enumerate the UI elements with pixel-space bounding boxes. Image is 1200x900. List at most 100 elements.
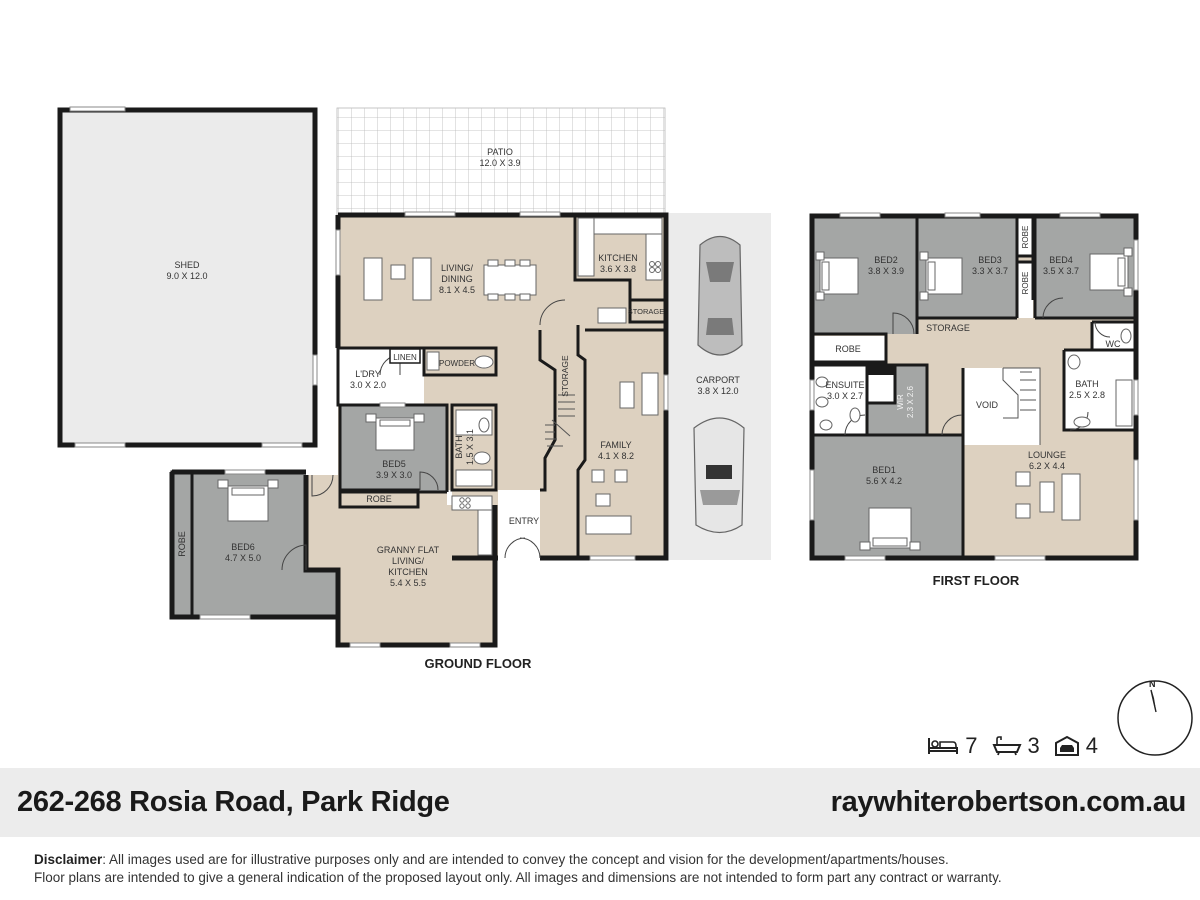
disclaimer-label: Disclaimer <box>34 852 103 867</box>
footer-bar: 262-268 Rosia Road, Park Ridge raywhiter… <box>0 768 1200 837</box>
car-spaces-count: 4 <box>1054 733 1098 759</box>
first-floor-plan: BED2 3.8 X 3.9 BED3 3.3 X 3.7 BED4 3.5 X… <box>809 212 1139 588</box>
first-storage-label: STORAGE <box>926 323 970 333</box>
bed6-robe-label: ROBE <box>177 531 187 557</box>
car-top <box>697 235 743 356</box>
car-spaces-value: 4 <box>1085 733 1098 758</box>
bed6-dim: 4.7 X 5.0 <box>225 553 261 563</box>
entry-label: ENTRY <box>509 516 539 526</box>
lounge-furniture <box>1015 471 1081 521</box>
bed5-furniture <box>365 413 425 451</box>
granny-dim: 5.4 X 5.5 <box>390 578 426 588</box>
patio-label: PATIO <box>487 147 513 157</box>
first-floor-title: FIRST FLOOR <box>933 573 1020 588</box>
bed4-label: BED4 <box>1049 255 1073 265</box>
stair-storage-label: STORAGE <box>560 355 570 397</box>
shed-area <box>60 110 315 445</box>
granny-kitchen-fittings <box>451 495 493 556</box>
family-dim: 4.1 X 8.2 <box>598 451 634 461</box>
disclaimer-line-2: Floor plans are intended to give a gener… <box>34 870 1002 885</box>
bed1-furniture <box>859 507 921 551</box>
living-label-1: LIVING/ <box>441 263 474 273</box>
granny-label-2: LIVING/ <box>392 556 425 566</box>
bed5-robe-label: ROBE <box>366 494 392 504</box>
bath-first-label: BATH <box>1075 379 1098 389</box>
bed1-label: BED1 <box>872 465 896 475</box>
wet-area-fittings <box>426 351 494 487</box>
bed1-area <box>812 435 963 558</box>
bed6-label: BED6 <box>231 542 255 552</box>
ground-floor-plan: PATIO 12.0 X 3.9 SHED 9.0 X 12.0 LIVING/… <box>57 106 771 671</box>
bath-first-dim: 2.5 X 2.8 <box>1069 390 1105 400</box>
kitchen-fittings <box>577 217 663 281</box>
bed1-dim: 5.6 X 4.2 <box>866 476 902 486</box>
bed2-label: BED2 <box>874 255 898 265</box>
linen-label: LINEN <box>393 353 417 362</box>
disclaimer: Disclaimer: All images used are for illu… <box>34 851 1174 887</box>
shed-label: SHED <box>174 260 200 270</box>
bed2-dim: 3.8 X 3.9 <box>868 266 904 276</box>
powder-label: POWDER <box>439 359 475 368</box>
disclaimer-line-1: Disclaimer: All images used are for illu… <box>34 851 1174 869</box>
laundry-label: L'DRY <box>355 369 381 379</box>
first-robe-label: ROBE <box>835 344 861 354</box>
bed4-robe-label: ROBE <box>1021 272 1030 295</box>
bed6-furniture <box>217 479 279 522</box>
ground-staircase <box>545 394 575 447</box>
lounge-label: LOUNGE <box>1028 450 1066 460</box>
ground-floor-title: GROUND FLOOR <box>425 656 532 671</box>
bed3-dim: 3.3 X 3.7 <box>972 266 1008 276</box>
property-address: 262-268 Rosia Road, Park Ridge <box>17 786 450 818</box>
first-staircase <box>1002 367 1041 445</box>
wc-label: WC <box>1106 339 1121 349</box>
carport-dim: 3.8 X 12.0 <box>697 386 738 396</box>
living-dim: 8.1 X 4.5 <box>439 285 475 295</box>
living-label-2: DINING <box>441 274 473 284</box>
kitchen-dim: 3.6 X 3.8 <box>600 264 636 274</box>
agency-website[interactable]: raywhiterobertson.com.au <box>830 786 1187 818</box>
lounge-dim: 6.2 X 4.4 <box>1029 461 1065 471</box>
bathrooms-value: 3 <box>1027 733 1040 758</box>
bed3-robe-label: ROBE <box>1021 226 1030 249</box>
bedrooms-count: 7 <box>927 733 978 759</box>
kitchen-storage-label: STORAGE <box>628 307 665 316</box>
bed-icon <box>928 738 959 754</box>
floor-plan: PATIO 12.0 X 3.9 SHED 9.0 X 12.0 LIVING/… <box>57 106 1139 671</box>
wir-label: WIR <box>896 394 905 410</box>
car-bottom <box>693 417 745 534</box>
bath-ground-dim: 1.5 X 3.1 <box>465 429 475 465</box>
granny-label-3: KITCHEN <box>388 567 428 577</box>
kitchen-label: KITCHEN <box>598 253 638 263</box>
patio-area <box>336 107 666 216</box>
ensuite-dim: 3.0 X 2.7 <box>827 391 863 401</box>
shed-dim: 9.0 X 12.0 <box>166 271 207 281</box>
patio-dim: 12.0 X 3.9 <box>479 158 520 168</box>
bedrooms-value: 7 <box>965 733 978 758</box>
carport-label: CARPORT <box>696 375 740 385</box>
bed4-furniture <box>1089 247 1133 297</box>
family-label: FAMILY <box>600 440 631 450</box>
first-wet-fittings <box>815 328 1133 431</box>
bathrooms-count: 3 <box>991 733 1040 759</box>
laundry-dim: 3.0 X 2.0 <box>350 380 386 390</box>
compass-icon: N <box>1117 679 1193 756</box>
bath-icon <box>991 736 1022 756</box>
bath-ground-label: BATH <box>454 435 464 458</box>
bed3-furniture <box>919 251 963 301</box>
compass-north-label: N <box>1149 679 1156 689</box>
bed5-label: BED5 <box>382 459 406 469</box>
bed5-dim: 3.9 X 3.0 <box>376 470 412 480</box>
garage-car-icon <box>1054 735 1079 756</box>
void-label: VOID <box>976 400 999 410</box>
family-furniture <box>585 372 659 535</box>
ensuite-label: ENSUITE <box>825 380 864 390</box>
granny-label-1: GRANNY FLAT <box>377 545 440 555</box>
bed4-dim: 3.5 X 3.7 <box>1043 266 1079 276</box>
wir-dim: 2.3 X 2.6 <box>906 385 915 418</box>
living-furniture <box>363 257 627 324</box>
bed2-furniture <box>815 251 859 301</box>
disclaimer-text-1: : All images used are for illustrative p… <box>102 852 949 867</box>
granny-floor <box>306 475 495 645</box>
amenities-summary: 7 3 4 <box>927 733 1098 759</box>
bed3-label: BED3 <box>978 255 1002 265</box>
